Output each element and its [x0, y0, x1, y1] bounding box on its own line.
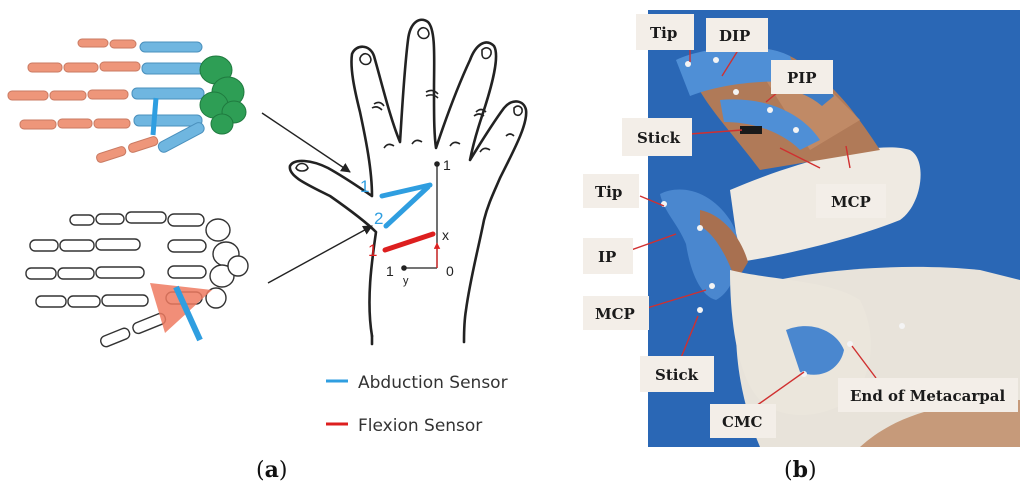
label-end-of-metacarpal: End of Metacarpal: [850, 387, 1005, 405]
skeleton-hand-outline: [25, 211, 249, 348]
flexion-area-triangle: [150, 283, 212, 333]
caption-b: (b): [784, 457, 817, 483]
abduction-sensor-lower: [383, 184, 431, 229]
abduction-label-1: 1: [360, 177, 369, 196]
arrow-bottom: [267, 225, 373, 284]
label-dip: DIP: [719, 27, 750, 45]
panel-b: Tip DIP PIP Stick MCP Tip IP MCP Stick C…: [583, 10, 1020, 483]
skeleton-sensor-bar: [173, 285, 203, 342]
abduction-sensor-upper: [379, 182, 433, 199]
label-pip: PIP: [787, 69, 817, 87]
label-stick-top: Stick: [637, 129, 681, 147]
axis-point-bottom: [401, 265, 407, 271]
legend-flexion-text: Flexion Sensor: [358, 416, 482, 436]
axis-bottom-point-label: 1: [386, 263, 394, 279]
caption-a: (a): [256, 457, 287, 483]
skeleton-hand-colored: [7, 38, 247, 163]
label-mcp-fingers: MCP: [831, 193, 871, 211]
coordinate-axes: [404, 164, 441, 269]
label-ip: IP: [598, 248, 616, 266]
label-tip-thumb: Tip: [595, 183, 622, 201]
label-stick-bottom: Stick: [655, 366, 699, 384]
label-tip-index: Tip: [650, 24, 677, 42]
label-cmc: CMC: [722, 413, 763, 431]
nail-marks: [295, 26, 523, 172]
legend-abduction-text: Abduction Sensor: [358, 373, 508, 393]
label-mcp-thumb: MCP: [595, 305, 635, 323]
axis-top-point-label: 1: [443, 157, 451, 173]
flexion-sensor: [382, 231, 436, 253]
abduction-label-2: 2: [374, 209, 383, 228]
axis-point-top: [434, 161, 440, 167]
glove-labels: Tip DIP PIP Stick MCP Tip IP MCP Stick C…: [583, 14, 1018, 438]
axis-origin-label: 0: [446, 263, 454, 279]
legend: Abduction Sensor Flexion Sensor: [326, 373, 508, 436]
panel-a: 1 2 1 1 1 0 x y Abduction Sensor Flexion…: [7, 18, 528, 483]
flexion-label-1: 1: [368, 241, 377, 260]
hand-outline: [288, 18, 528, 346]
arrow-top: [261, 112, 351, 173]
axis-x-label: x: [442, 227, 449, 243]
axis-y-label: y: [403, 275, 409, 287]
